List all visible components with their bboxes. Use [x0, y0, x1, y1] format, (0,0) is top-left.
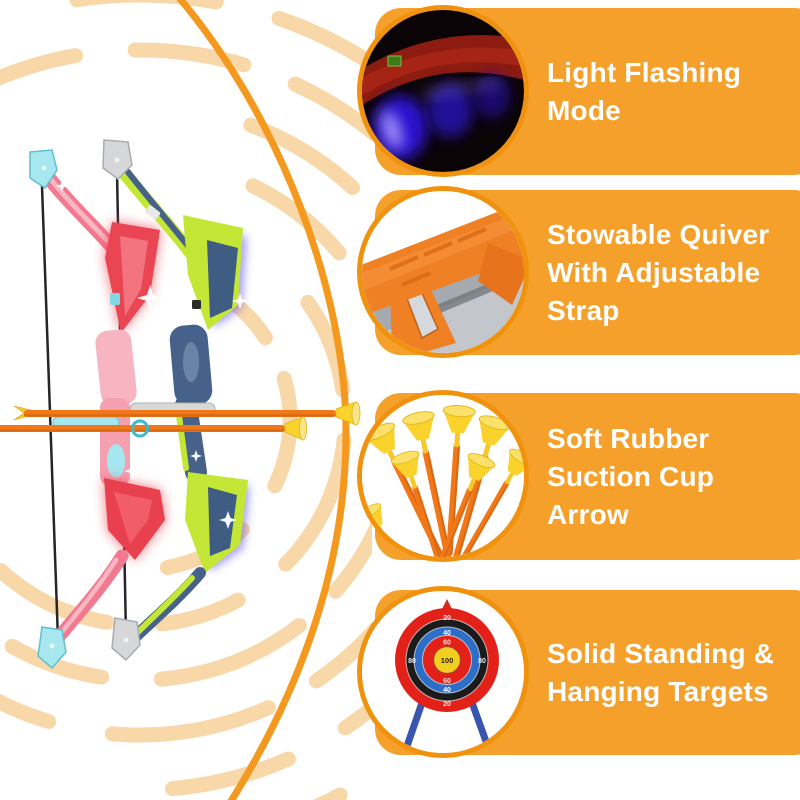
feature-title: Stowable Quiver With Adjustable Strap — [547, 218, 770, 326]
svg-text:20: 20 — [443, 615, 451, 622]
pink-bow — [29, 149, 165, 670]
toy-bows-product-photo — [0, 139, 361, 670]
feature-photo-target: 20 20 40 40 60 60 80 80 100 — [357, 586, 529, 758]
feature-title: Light Flashing Mode — [547, 56, 742, 126]
svg-text:60: 60 — [443, 640, 451, 647]
solid-accent-arc — [176, 0, 350, 800]
feature-photo-led-glow — [357, 5, 529, 177]
nock-ring — [131, 419, 149, 438]
target-ring-labels: 20 20 40 40 60 60 80 80 100 — [408, 615, 486, 708]
svg-text:40: 40 — [443, 687, 451, 694]
sparkles — [56, 180, 248, 529]
feature-title: Soft Rubber Suction Cup Arrow — [547, 422, 715, 530]
svg-text:20: 20 — [443, 701, 451, 708]
svg-text:40: 40 — [443, 630, 451, 637]
blue-led-glow — [373, 74, 510, 160]
target-rings — [395, 608, 499, 712]
led-chip — [387, 55, 402, 67]
feature-title: Solid Standing & Hanging Targets — [547, 637, 775, 707]
svg-text:80: 80 — [478, 658, 486, 665]
pink-bow-blue-accent — [107, 444, 125, 478]
feature-photo-suction-arrows — [357, 390, 529, 562]
target-center-value: 100 — [441, 656, 454, 665]
target-hanger — [442, 599, 452, 609]
toy-arrow-lower — [0, 416, 307, 441]
svg-text:80: 80 — [408, 658, 416, 665]
quiver-tip — [478, 243, 524, 305]
feature-photo-quiver — [357, 186, 529, 358]
toy-arrow-upper — [13, 401, 361, 426]
svg-text:60: 60 — [443, 678, 451, 685]
